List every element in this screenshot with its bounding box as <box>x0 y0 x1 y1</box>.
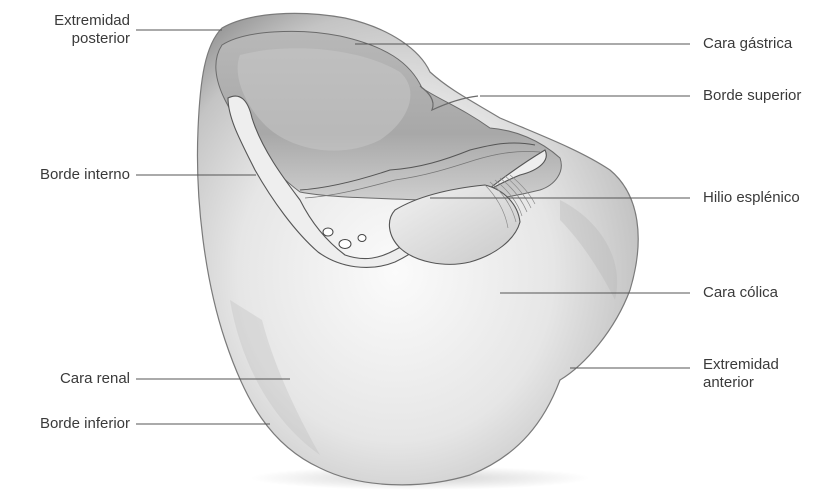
label-borde-interno: Borde interno <box>40 166 130 184</box>
label-hilio-esplenico: Hilio esplénico <box>703 189 800 207</box>
label-extremidad-posterior: Extremidad posterior <box>54 12 130 48</box>
label-borde-superior: Borde superior <box>703 87 801 105</box>
label-extremidad-anterior-line-2: anterior <box>703 374 779 392</box>
label-cara-colica: Cara cólica <box>703 284 778 302</box>
label-extremidad-anterior: Extremidad anterior <box>703 356 779 392</box>
label-cara-renal: Cara renal <box>60 370 130 388</box>
label-cara-gastrica: Cara gástrica <box>703 35 792 53</box>
label-extremidad-posterior-line-1: Extremidad <box>54 12 130 30</box>
label-borde-inferior: Borde inferior <box>40 415 130 433</box>
label-extremidad-posterior-line-2: posterior <box>54 30 130 48</box>
label-extremidad-anterior-line-1: Extremidad <box>703 356 779 374</box>
